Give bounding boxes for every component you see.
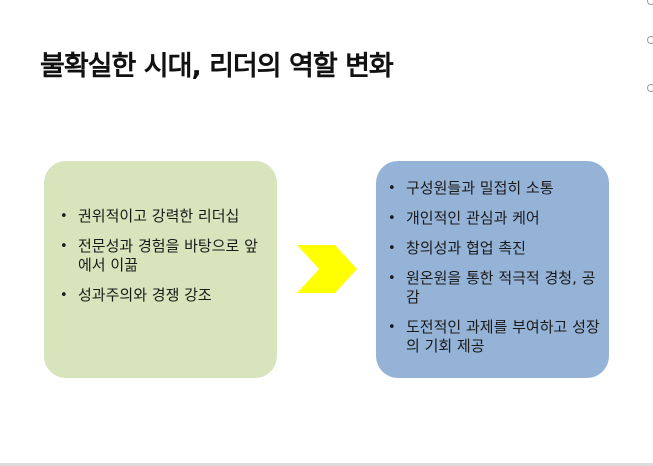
list-item: • 창의성과 협업 촉진 [384,239,603,258]
bullet-icon: • [388,320,396,335]
list-item-text: 구성원들과 밀접히 소통 [406,179,554,197]
list-item: • 도전적인 과제를 부여하고 성장의 기회 제공 [384,318,603,356]
traditional-leadership-list: • 권위적이고 강력한 리더십 • 전문성과 경험을 바탕으로 앞에서 이끎 • 성과… [56,207,267,305]
list-item-text: 성과주의와 경쟁 강조 [78,286,212,304]
bullet-icon: • [388,181,396,196]
bullet-icon: • [388,271,396,286]
list-item-text: 권위적이고 강력한 리더십 [78,207,240,225]
list-item-text: 개인적인 관심과 케어 [406,209,540,227]
bullet-icon: • [60,288,68,303]
list-item-text: 전문성과 경험을 바탕으로 앞에서 이끎 [78,237,258,274]
modern-leadership-list: • 구성원들과 밀접히 소통 • 개인적인 관심과 케어 • 창의성과 협업 촉진 •… [384,179,603,356]
bullet-icon: • [388,211,396,226]
resize-handle-right-lower[interactable] [647,84,653,92]
list-item: • 구성원들과 밀접히 소통 [384,179,603,198]
traditional-leadership-box: • 권위적이고 강력한 리더십 • 전문성과 경험을 바탕으로 앞에서 이끎 • 성과… [44,161,277,378]
list-item: • 개인적인 관심과 케어 [384,209,603,228]
list-item: • 원온원을 통한 적극적 경청, 공감 [384,269,603,307]
bullet-icon: • [60,209,68,224]
list-item: • 권위적이고 강력한 리더십 [56,207,267,226]
list-item-text: 도전적인 과제를 부여하고 성장의 기회 제공 [406,318,600,355]
bullet-icon: • [60,239,68,254]
chevron-shape [297,245,357,293]
modern-leadership-box: • 구성원들과 밀접히 소통 • 개인적인 관심과 케어 • 창의성과 협업 촉진 •… [376,161,609,378]
resize-handle-top-right[interactable] [647,0,653,5]
list-item: • 전문성과 경험을 바탕으로 앞에서 이끎 [56,237,267,275]
list-item-text: 창의성과 협업 촉진 [406,239,526,257]
list-item: • 성과주의와 경쟁 강조 [56,286,267,305]
bullet-icon: • [388,241,396,256]
slide-title: 불확실한 시대, 리더의 역할 변화 [40,51,394,82]
resize-handle-right-middle[interactable] [647,36,653,44]
slide-bottom-border [0,463,653,466]
list-item-text: 원온원을 통한 적극적 경청, 공감 [406,269,596,306]
chevron-right-icon [297,245,357,293]
